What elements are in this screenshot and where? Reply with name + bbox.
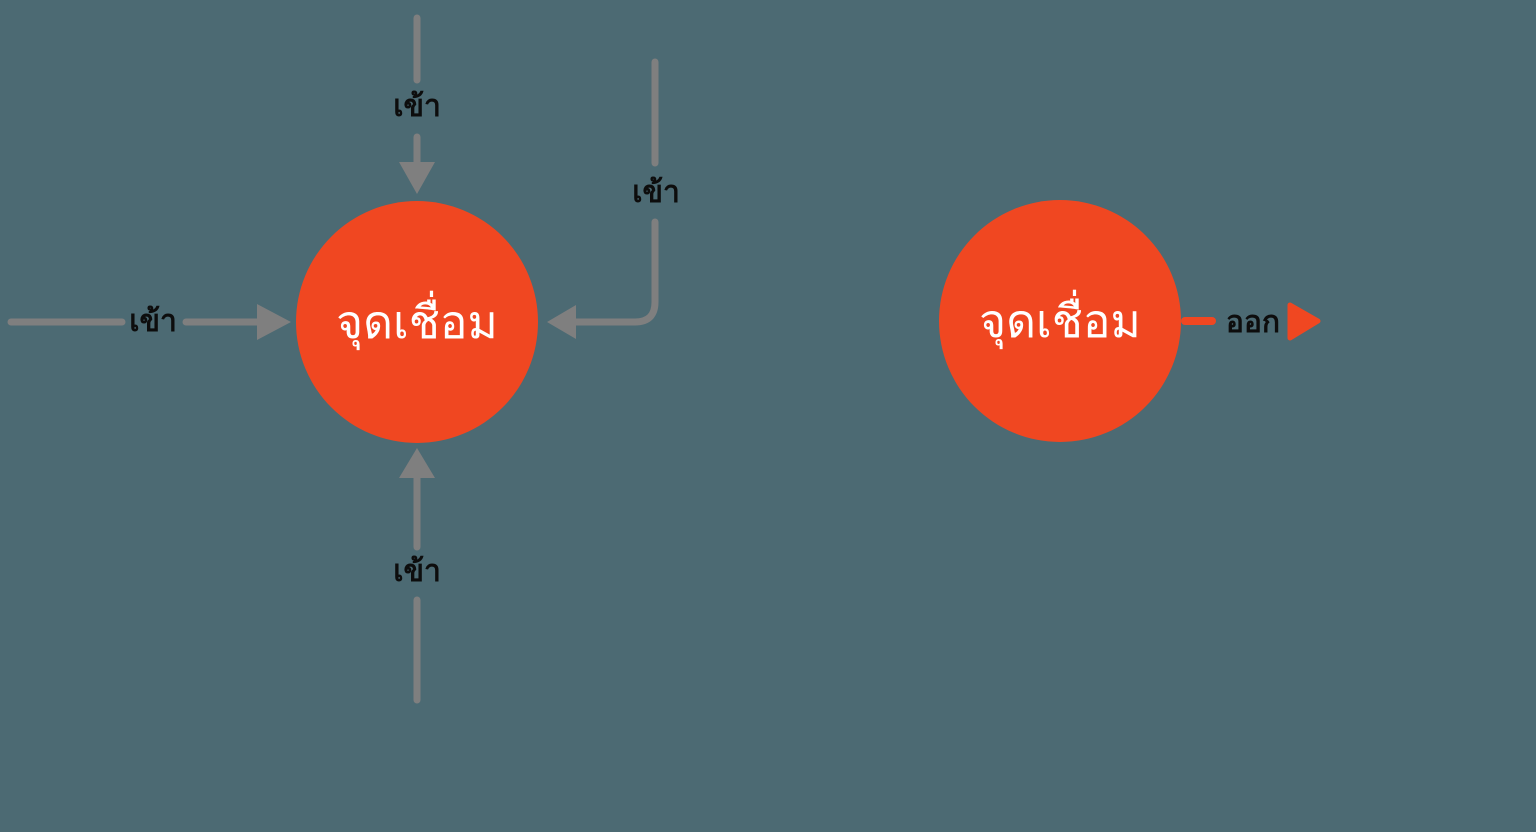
in-label-bottom: เข้า [393,554,441,589]
in-label-top: เข้า [393,89,441,124]
arrowhead-left-icon [547,305,576,339]
arrowhead-up-icon [399,448,435,478]
junction-node-right: จุดเชื่อม [939,200,1181,442]
in-label-left: เข้า [129,304,177,339]
arrow-out-right [1181,302,1321,341]
in-label-right: เข้า [632,175,680,210]
arrowhead-right-icon [257,304,291,340]
arrow-in-top [399,14,435,194]
junction-node-left-label: จุดเชื่อม [336,295,498,349]
junction-node-left: จุดเชื่อม [296,201,538,443]
arrowhead-out-right-icon [1287,302,1321,341]
out-label: ออก [1225,305,1281,340]
arrow-in-left [7,304,291,340]
junction-node-right-label: จุดเชื่อม [979,294,1141,348]
arrowhead-down-icon [399,162,435,194]
arrow-in-right-shaft-curve [572,218,659,326]
arrow-in-bottom [399,448,435,704]
arrow-in-right [547,58,659,339]
